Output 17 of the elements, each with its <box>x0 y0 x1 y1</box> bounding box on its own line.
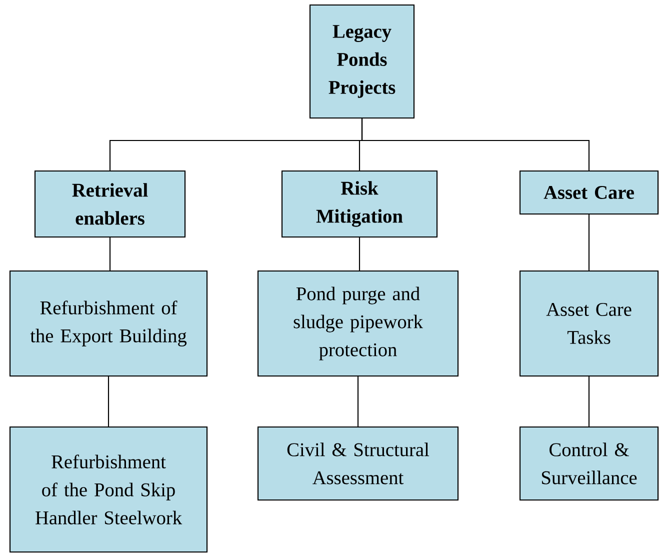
connector-line <box>357 376 359 426</box>
connector-line <box>361 118 590 170</box>
connector-line <box>358 238 360 270</box>
connector-line <box>588 214 590 270</box>
box: Asset Care Tasks <box>519 270 659 377</box>
box: Risk Mitigation <box>281 170 438 238</box>
box: Retrieval enablers <box>34 170 186 238</box>
box: Civil & Structural Assessment <box>257 426 459 501</box>
box: Refurbishment of the Export Building <box>9 270 208 377</box>
connector-line <box>588 376 590 426</box>
box: Legacy Ponds Projects <box>309 4 415 119</box>
box: Refurbishment of the Pond Skip Handler Steelwork <box>9 426 208 553</box>
box: Asset Care <box>519 170 659 215</box>
connector-line <box>109 238 111 270</box>
box: Pond purge and sludge pipework protection <box>257 270 459 377</box>
connector-line <box>108 376 110 426</box>
box: Control & Surveillance <box>519 426 659 501</box>
